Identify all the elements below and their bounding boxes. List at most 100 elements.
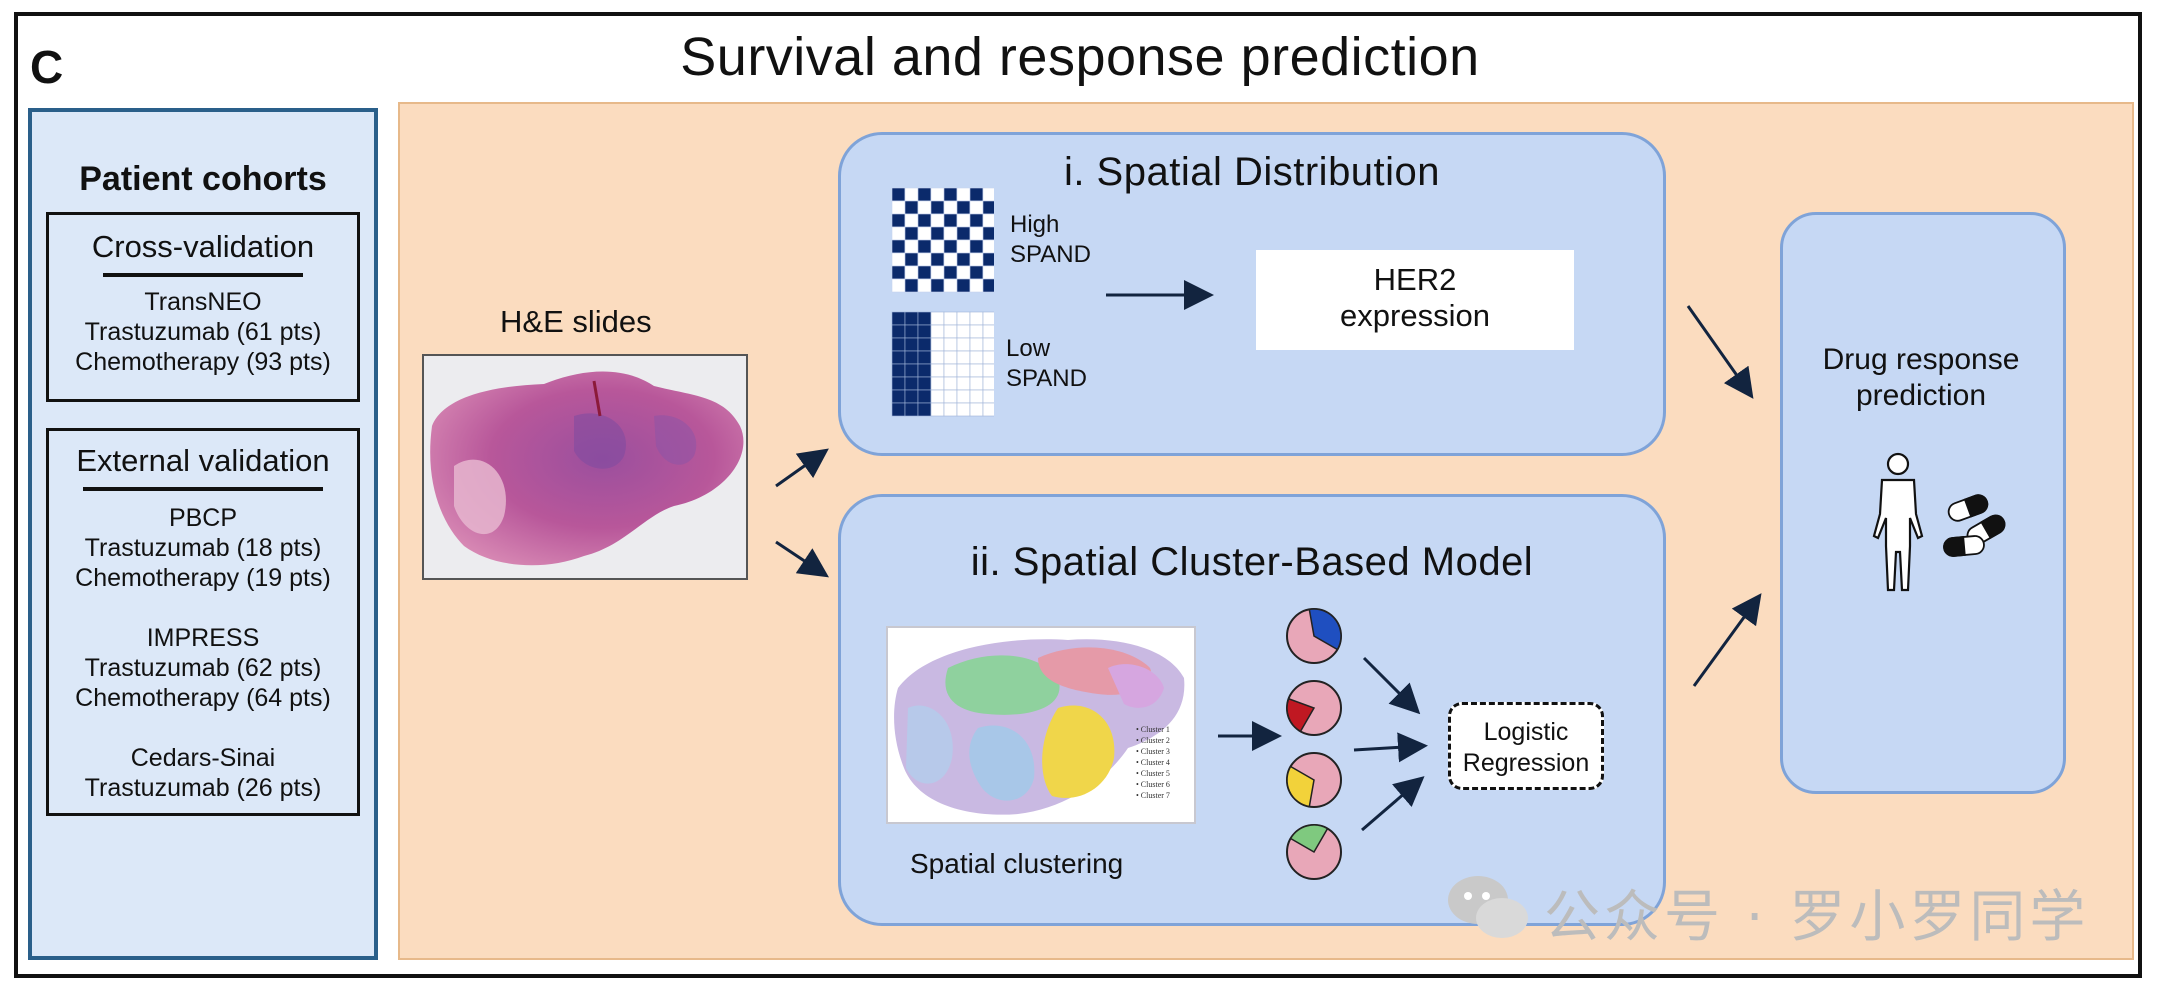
cross-validation-heading: Cross-validation xyxy=(91,229,315,264)
checker-cell xyxy=(956,252,971,267)
checker-cell xyxy=(904,278,919,293)
pie-slice xyxy=(1308,608,1342,651)
her2-line: expression xyxy=(1340,298,1490,333)
checker-cell xyxy=(982,265,994,280)
grid-cell xyxy=(943,389,958,404)
panel-letter: C xyxy=(30,41,64,93)
arrow-from-cluster-model xyxy=(1692,593,1762,687)
checker-cell xyxy=(943,226,958,241)
grid-cell xyxy=(904,376,919,391)
checker-cell xyxy=(904,226,919,241)
grid-cell xyxy=(943,337,958,352)
checker-cell xyxy=(891,200,906,215)
her2-expression-box: HER2 expression xyxy=(1256,250,1574,350)
grid-cell xyxy=(930,337,945,352)
low-spand-grid-icon xyxy=(891,311,994,417)
checker-cell xyxy=(982,239,994,254)
grid-cell xyxy=(969,311,984,326)
grid-cell xyxy=(956,324,971,339)
cluster-pie xyxy=(1286,824,1342,880)
grid-cell xyxy=(930,376,945,391)
checker-cell xyxy=(982,226,994,241)
grid-cell xyxy=(982,337,994,352)
checker-cell xyxy=(930,213,945,228)
grid-cell xyxy=(956,363,971,378)
grid-cell xyxy=(956,350,971,365)
checker-cell xyxy=(930,252,945,267)
checker-cell xyxy=(969,213,984,228)
grid-cell xyxy=(956,337,971,352)
grid-cell xyxy=(982,389,994,404)
checker-cell xyxy=(904,213,919,228)
grid-cell xyxy=(917,402,932,417)
tissue-section-icon xyxy=(424,356,746,578)
cluster-pie xyxy=(1286,680,1342,736)
arrow-to-spatial-distribution xyxy=(775,448,829,488)
cluster-legend-item: • Cluster 4 xyxy=(1136,758,1170,767)
grid-cell xyxy=(904,350,919,365)
pill-capsule-icon xyxy=(1943,494,2006,557)
high-spand-label: High SPAND xyxy=(1010,210,1091,270)
checker-cell xyxy=(956,226,971,241)
cohort-line: Trastuzumab (62 pts) xyxy=(84,654,322,682)
grid-cell xyxy=(943,311,958,326)
grid-cell xyxy=(982,350,994,365)
low-spand-line: SPAND xyxy=(1006,365,1087,392)
grid-cell xyxy=(969,376,984,391)
grid-cell xyxy=(930,311,945,326)
grid-cell xyxy=(891,324,906,339)
checker-cell xyxy=(917,200,932,215)
pies-to-model-arrows xyxy=(1353,656,1428,832)
grid-cell xyxy=(917,363,932,378)
checker-cell xyxy=(982,213,994,228)
grid-cell xyxy=(956,376,971,391)
grid-cell xyxy=(917,350,932,365)
grid-cell xyxy=(956,311,971,326)
drug-title-line: prediction xyxy=(1855,379,1987,412)
cluster-legend: • Cluster 1• Cluster 2• Cluster 3• Clust… xyxy=(1136,724,1170,801)
checker-cell xyxy=(930,200,945,215)
grid-cell xyxy=(969,324,984,339)
cohort-line: Cedars-Sinai xyxy=(130,744,276,772)
grid-cell xyxy=(943,376,958,391)
checker-cell xyxy=(917,278,932,293)
checker-cell xyxy=(982,187,994,202)
checker-cell xyxy=(891,187,906,202)
external-validation-heading: External validation xyxy=(76,443,330,478)
grid-cell xyxy=(891,402,906,417)
checker-cell xyxy=(943,200,958,215)
checker-cell xyxy=(904,239,919,254)
cross-validation-box: Cross-validation TransNEO Trastuzumab (6… xyxy=(46,212,360,402)
drug-title-line: Drug response xyxy=(1822,343,2020,376)
checker-cell xyxy=(891,265,906,280)
high-spand-checkerboard-icon xyxy=(891,187,994,293)
grid-cell xyxy=(904,363,919,378)
checker-cell xyxy=(891,226,906,241)
checker-cell xyxy=(982,200,994,215)
patient-cohorts-panel: Patient cohorts Cross-validation TransNE… xyxy=(28,108,378,960)
checker-cell xyxy=(943,265,958,280)
cohort-line: Trastuzumab (26 pts) xyxy=(84,774,322,802)
figure-title: Survival and response prediction xyxy=(680,27,1480,87)
grid-cell xyxy=(917,324,932,339)
heading-underline xyxy=(83,487,323,491)
checker-cell xyxy=(917,239,932,254)
grid-cell xyxy=(943,402,958,417)
grid-cell xyxy=(917,376,932,391)
cohort-line: Chemotherapy (19 pts) xyxy=(75,564,331,592)
pie-slice xyxy=(1286,765,1315,808)
checker-cell xyxy=(917,265,932,280)
figure-frame xyxy=(14,12,2142,978)
checker-cell xyxy=(956,278,971,293)
grid-cell xyxy=(982,311,994,326)
checker-cell xyxy=(917,226,932,241)
checker-cell xyxy=(930,226,945,241)
her2-line: HER2 xyxy=(1373,262,1457,297)
checker-cell xyxy=(956,213,971,228)
checker-cell xyxy=(943,213,958,228)
grid-cell xyxy=(904,402,919,417)
checker-cell xyxy=(917,213,932,228)
logit-line: Regression xyxy=(1462,749,1590,777)
grid-cell xyxy=(891,389,906,404)
spand-patterns xyxy=(891,187,994,417)
